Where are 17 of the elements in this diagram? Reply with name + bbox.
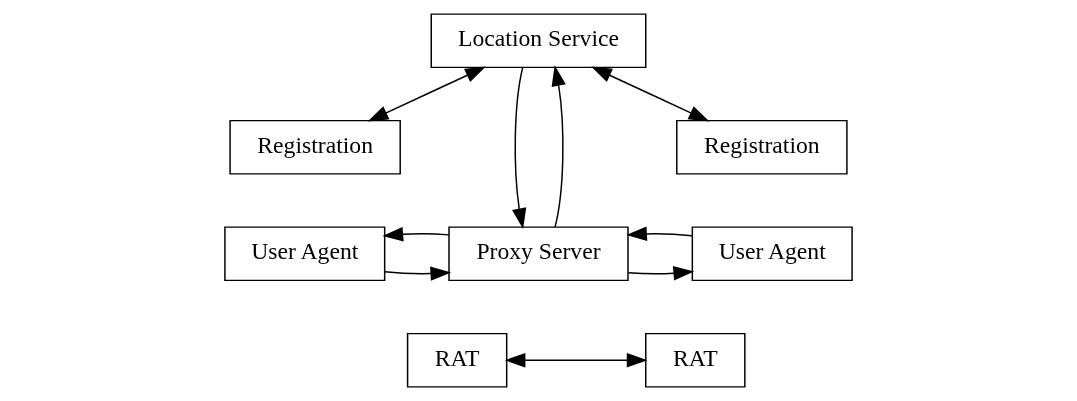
arrow bbox=[382, 227, 450, 242]
arrow bbox=[551, 65, 566, 228]
node-box: User Agent bbox=[691, 226, 853, 282]
node-box: Location Service bbox=[430, 13, 647, 69]
arrow bbox=[627, 266, 695, 281]
node-box: RAT bbox=[406, 332, 508, 388]
arrow bbox=[367, 66, 486, 122]
arrow bbox=[512, 66, 527, 230]
arrow bbox=[591, 66, 710, 122]
arrow bbox=[383, 266, 452, 281]
node-box: Registration bbox=[676, 119, 848, 175]
node-box: Registration bbox=[229, 119, 401, 175]
node-box: User Agent bbox=[224, 226, 386, 282]
node-box: Proxy Server bbox=[448, 226, 629, 282]
arrow bbox=[504, 353, 648, 368]
arrow bbox=[626, 226, 693, 242]
node-box: RAT bbox=[645, 332, 746, 388]
